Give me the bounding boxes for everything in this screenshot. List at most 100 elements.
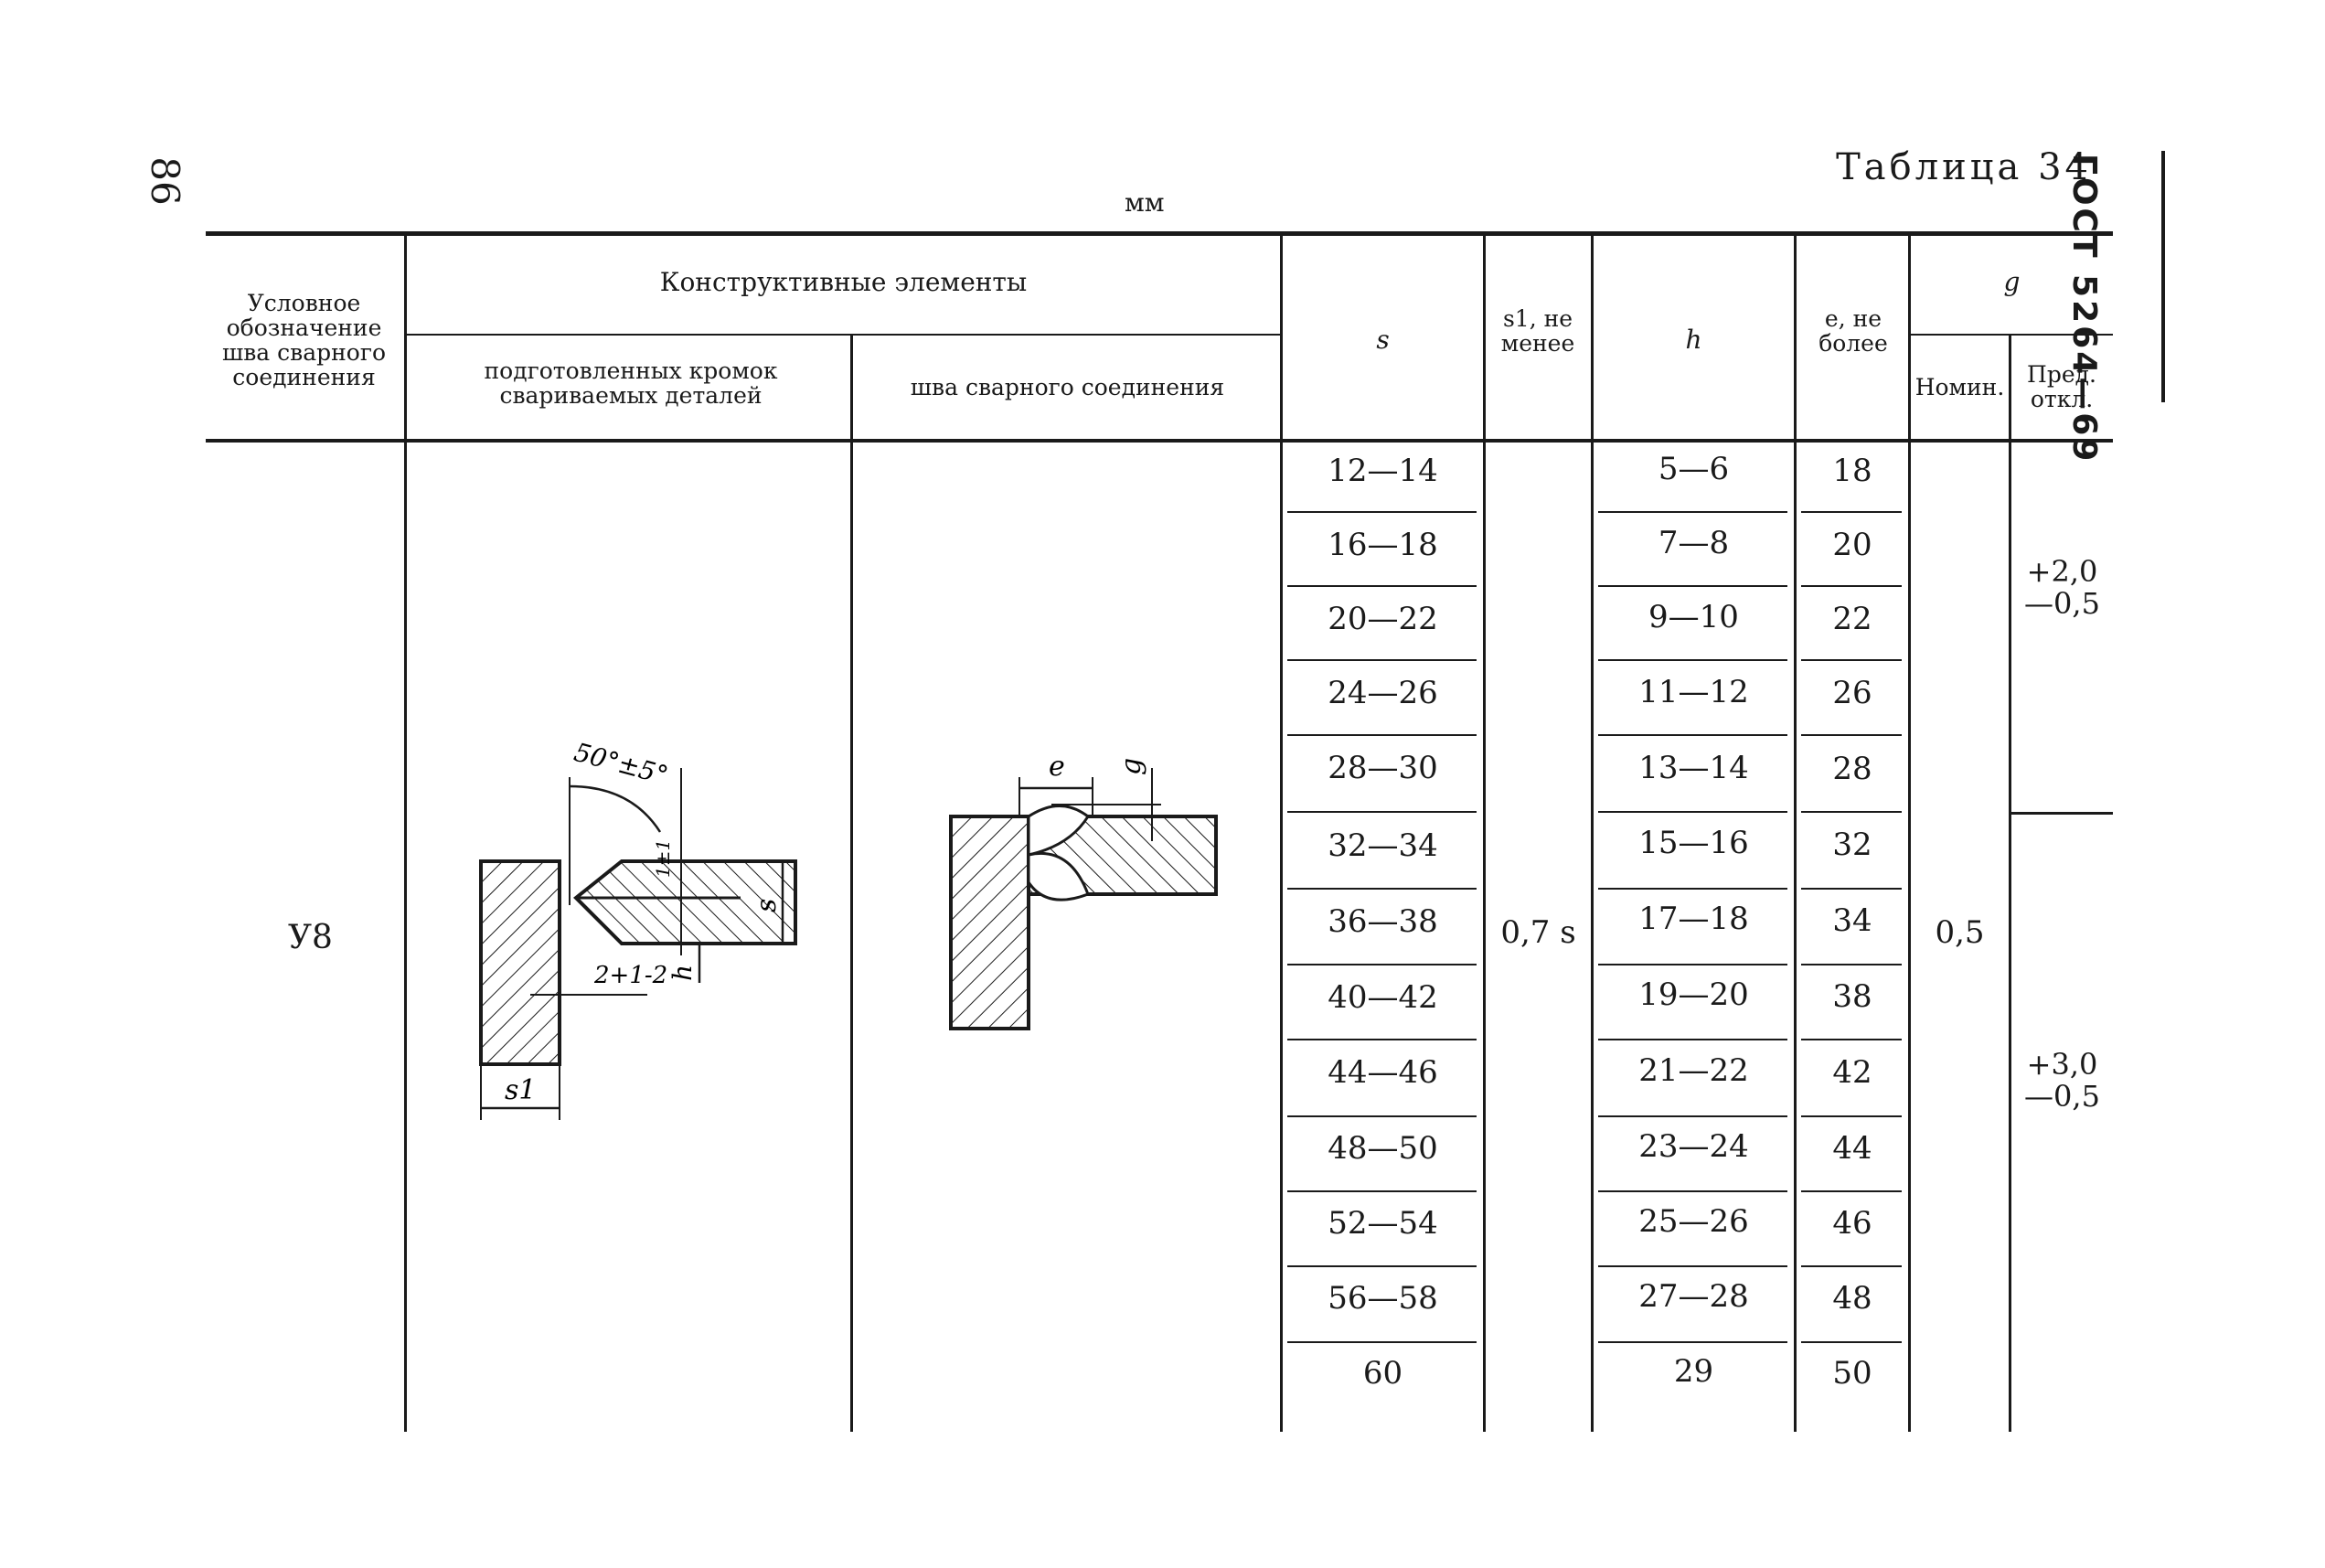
col-line-7 (1908, 236, 1911, 1432)
row-separator (1801, 1341, 1902, 1343)
header-constructive: Конструктивные элементы (659, 267, 1028, 297)
row-separator (1287, 888, 1477, 890)
h-value: 19—20 (1638, 976, 1749, 1013)
row-separator (1801, 964, 1902, 965)
h-value: 5—6 (1658, 451, 1730, 487)
col-line-1 (404, 236, 407, 1432)
header-g: g (2003, 267, 2021, 297)
table-title: Таблица 34 (1836, 146, 2092, 188)
e-dim-label: e (1049, 751, 1065, 783)
e-value: 22 (1832, 601, 1872, 637)
row-separator (1287, 585, 1477, 587)
e-value: 46 (1832, 1205, 1872, 1242)
header-weld-seam: шва сварного соединения (910, 374, 1225, 400)
h-value: 29 (1673, 1353, 1714, 1390)
row-separator (1598, 1115, 1787, 1117)
row-separator (1287, 734, 1477, 736)
prepared-edges-drawing: 50°±5° 1±1 s h 2+1-2 s1 (479, 741, 797, 1120)
row-separator (1598, 511, 1787, 513)
row-separator (1801, 1039, 1902, 1040)
h-value: 9—10 (1648, 599, 1739, 635)
row-separator (1287, 1265, 1477, 1267)
s-value: 44—46 (1328, 1054, 1438, 1091)
s-value: 12—14 (1328, 453, 1438, 489)
g-deviation-lower-plus: +3,0 (2026, 1047, 2098, 1082)
header-g-nominal: Номин. (1914, 374, 2005, 400)
col-line-5 (1591, 236, 1594, 1432)
row-separator (1801, 734, 1902, 736)
g-sub-rule (1911, 334, 2113, 336)
e-value: 18 (1832, 453, 1872, 489)
header-e: e, не более (1818, 305, 1888, 357)
s-value: 32—34 (1328, 827, 1438, 864)
row-separator (1598, 1039, 1787, 1040)
s-value: 40—42 (1328, 979, 1438, 1016)
row-separator (1598, 1190, 1787, 1192)
row-separator (1287, 1115, 1477, 1117)
col-line-4 (1483, 236, 1486, 1432)
e-value: 42 (1832, 1054, 1872, 1091)
e-value: 32 (1832, 827, 1872, 863)
h-value: 25—26 (1638, 1203, 1749, 1240)
g-deviation-lower-minus: —0,5 (2024, 1079, 2100, 1114)
s-value: 24—26 (1328, 675, 1438, 711)
row-separator (1598, 888, 1787, 890)
row-separator (1801, 1115, 1902, 1117)
row-separator (1801, 1190, 1902, 1192)
row-separator (1287, 511, 1477, 513)
s-value: 36—38 (1328, 903, 1438, 940)
e-value: 34 (1832, 902, 1872, 939)
h-value: 21—22 (1638, 1052, 1749, 1089)
row-separator (1287, 1039, 1477, 1040)
g-deviation-upper-plus: +2,0 (2026, 554, 2098, 589)
page-number: 86 (143, 156, 187, 206)
root-label: 1±1 (652, 839, 674, 878)
header-bottom-rule (206, 439, 2113, 443)
row-separator (1287, 1341, 1477, 1343)
unit-label: мм (1125, 187, 1165, 218)
weld-seam-drawing: e g (949, 751, 1218, 1030)
s-value: 60 (1362, 1355, 1403, 1392)
e-value: 38 (1832, 978, 1872, 1015)
e-value: 28 (1832, 751, 1872, 787)
row-separator (1598, 585, 1787, 587)
gap-label: 2+1-2 (593, 962, 667, 989)
e-value: 48 (1832, 1280, 1872, 1317)
h-value: 27—28 (1638, 1278, 1749, 1315)
header-s1: s1, не менее (1500, 305, 1575, 357)
s-value: 20—22 (1328, 601, 1438, 637)
header-g-deviation: Пред. откл. (2027, 361, 2096, 412)
weld-designation: У8 (288, 919, 333, 956)
s-value: 48—50 (1328, 1130, 1438, 1167)
standard-rule (2161, 151, 2165, 402)
g-dim-label: g (1115, 758, 1147, 775)
h-value: 13—14 (1638, 750, 1749, 786)
col-line-6 (1794, 236, 1797, 1432)
e-value: 50 (1832, 1355, 1872, 1392)
row-separator (1801, 1265, 1902, 1267)
s-value: 28—30 (1328, 750, 1438, 786)
g-deviation-upper-minus: —0,5 (2024, 586, 2100, 621)
col-line-8 (2009, 336, 2011, 1432)
row-separator (1287, 964, 1477, 965)
row-separator (1598, 811, 1787, 813)
s1-value: 0,7 s (1500, 914, 1576, 951)
row-separator (1801, 888, 1902, 890)
h-value: 11—12 (1638, 674, 1749, 710)
row-separator (1598, 964, 1787, 965)
row-separator (1287, 659, 1477, 661)
row-separator (1598, 734, 1787, 736)
s-value: 16—18 (1328, 527, 1438, 563)
h-dim-label: h (667, 965, 698, 981)
row-separator (1598, 1265, 1787, 1267)
h-value: 17—18 (1638, 901, 1749, 937)
h-value: 7—8 (1658, 525, 1730, 561)
e-value: 20 (1832, 527, 1872, 563)
header-prepared-edges: подготовленных кромок свариваемых детале… (484, 357, 778, 409)
row-separator (1801, 585, 1902, 587)
row-separator (1598, 1341, 1787, 1343)
row-separator (1801, 811, 1902, 813)
col-line-3 (1280, 236, 1283, 1432)
s1-dim-label: s1 (505, 1074, 536, 1106)
row-separator (1801, 659, 1902, 661)
